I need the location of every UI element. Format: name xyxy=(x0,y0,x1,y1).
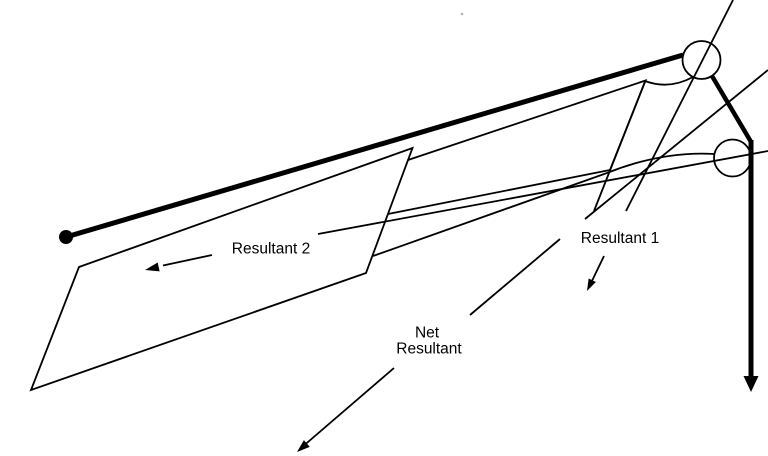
beam-line xyxy=(65,52,684,240)
label-net-resultant-line2: Resultant xyxy=(396,341,462,358)
label-resultant-2: Resultant 2 xyxy=(232,241,310,258)
pivot-dot xyxy=(59,230,73,244)
net-resultant-parallelogram xyxy=(29,146,415,392)
component-parallelogram xyxy=(387,79,648,215)
resultant1-arrowhead xyxy=(587,278,596,291)
weight-arrowhead xyxy=(743,376,759,392)
pulley-1-circle xyxy=(681,40,722,80)
resultant2-arrowhead xyxy=(145,262,160,272)
pulley-2-circle xyxy=(713,138,752,178)
artifact-speck xyxy=(460,12,464,16)
lower-cable-line xyxy=(372,172,608,257)
resultant2-arrow-shaft xyxy=(162,254,213,267)
resultant1-arrow-shaft xyxy=(589,255,605,286)
label-resultant-1: Resultant 1 xyxy=(581,230,659,247)
label-net-resultant-line1: Net xyxy=(415,325,440,342)
pulley1-tangent-curve xyxy=(644,76,694,86)
net-resultant-arrowhead xyxy=(297,440,310,452)
pulley2-tangent-curve xyxy=(606,152,715,174)
net-line-mid xyxy=(469,238,561,316)
resultant2-line-right xyxy=(317,150,768,235)
net-arrow-shaft xyxy=(300,367,395,449)
resultant1-line-upper xyxy=(625,0,734,212)
net-line-upper xyxy=(584,69,768,220)
upper-link-line xyxy=(710,74,753,143)
